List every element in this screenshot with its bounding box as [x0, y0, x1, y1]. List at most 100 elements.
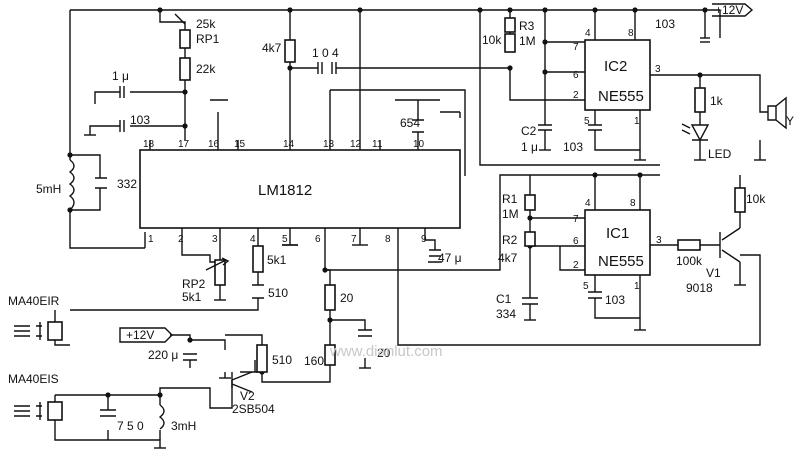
svg-text:654: 654 — [400, 116, 420, 130]
svg-text:1 μ: 1 μ — [112, 69, 129, 83]
r4k7-resistor — [284, 39, 296, 63]
r10k-top-resistor — [504, 17, 516, 33]
r20-resistor — [324, 284, 336, 311]
rp1-resistor — [179, 29, 191, 49]
watermark-text: www.dianlut.com — [329, 343, 443, 360]
resistors — [179, 17, 746, 373]
svg-text:+12V: +12V — [126, 328, 154, 342]
svg-text:17: 17 — [178, 139, 190, 150]
ic1-pin-labels: 4 8 7 6 2 5 1 3 — [573, 198, 662, 292]
svg-text:2: 2 — [573, 260, 579, 271]
svg-text:1 μ: 1 μ — [521, 140, 538, 154]
svg-text:MA40EIR: MA40EIR — [8, 294, 60, 308]
component-labels: +12V 25k RP1 22k 1 μ 103 4k7 1 0 4 654 5… — [8, 3, 794, 433]
svg-text:3: 3 — [212, 234, 218, 245]
svg-text:4: 4 — [585, 28, 591, 39]
svg-text:7: 7 — [573, 42, 579, 53]
ic2-part: NE555 — [598, 88, 644, 105]
svg-text:103: 103 — [130, 113, 150, 127]
r160-resistor — [324, 344, 336, 366]
lm1812-chip — [139, 149, 461, 229]
svg-text:103: 103 — [563, 140, 583, 154]
ic1-name: IC1 — [606, 225, 629, 242]
junctions — [67, 7, 708, 398]
svg-text:1M: 1M — [519, 34, 536, 48]
svg-text:13: 13 — [323, 139, 335, 150]
r1k-resistor — [694, 87, 706, 113]
svg-text:R2: R2 — [502, 233, 518, 247]
svg-text:MA40EIS: MA40EIS — [8, 372, 59, 386]
svg-text:4k7: 4k7 — [262, 41, 282, 55]
svg-text:5k1: 5k1 — [267, 253, 287, 267]
r1-resistor — [524, 194, 536, 211]
lm1812-pin-labels: 18 17 16 15 14 13 12 11 10 1 2 3 4 5 6 7… — [143, 139, 427, 245]
svg-text:2: 2 — [573, 90, 579, 101]
ic2-pin-labels: 4 8 7 6 2 5 1 3 — [573, 28, 661, 127]
svg-text:5: 5 — [282, 234, 288, 245]
svg-text:1k: 1k — [710, 94, 724, 108]
ic2-name: IC2 — [604, 58, 627, 75]
transducer-ma40eis — [14, 401, 63, 421]
svg-text:1 0 4: 1 0 4 — [312, 46, 339, 60]
svg-text:1: 1 — [148, 234, 154, 245]
r510-resistor — [256, 344, 268, 373]
svg-text:334: 334 — [496, 307, 516, 321]
svg-text:332: 332 — [117, 177, 137, 191]
svg-text:22k: 22k — [196, 62, 216, 76]
svg-text:8: 8 — [628, 28, 634, 39]
svg-text:C1: C1 — [496, 292, 512, 306]
svg-text:20: 20 — [377, 346, 391, 360]
r100k-resistor — [677, 239, 701, 251]
r3-resistor — [504, 33, 516, 53]
svg-text:7 5 0: 7 5 0 — [117, 419, 144, 433]
svg-text:4: 4 — [250, 234, 256, 245]
svg-text:R3: R3 — [519, 19, 535, 33]
svg-text:5mH: 5mH — [36, 182, 61, 196]
svg-text:5k1: 5k1 — [182, 290, 202, 304]
r5k1-resistor — [252, 245, 264, 273]
svg-text:15: 15 — [234, 139, 246, 150]
svg-text:103: 103 — [605, 293, 625, 307]
transducer-ma40eir — [14, 321, 63, 341]
r10k-v1-resistor — [734, 187, 746, 213]
svg-text:C2: C2 — [521, 124, 537, 138]
transistor-v2 — [231, 371, 253, 393]
r22k-resistor — [179, 57, 191, 81]
speaker-icon — [767, 96, 787, 130]
svg-text:1M: 1M — [502, 207, 519, 221]
svg-text:10k: 10k — [746, 192, 766, 206]
svg-text:8: 8 — [385, 234, 391, 245]
inductor-5mh — [68, 159, 75, 211]
svg-text:510: 510 — [268, 286, 288, 300]
lm1812-label: LM1812 — [258, 182, 312, 199]
svg-text:9: 9 — [421, 234, 427, 245]
svg-text:7: 7 — [573, 214, 579, 225]
svg-text:510: 510 — [272, 353, 292, 367]
svg-text:7: 7 — [351, 234, 357, 245]
svg-text:47 μ: 47 μ — [438, 251, 462, 265]
supply-tag-top — [712, 3, 754, 17]
svg-text:4k7: 4k7 — [498, 251, 518, 265]
svg-text:9018: 9018 — [686, 281, 713, 295]
svg-text:25k: 25k — [196, 17, 216, 31]
svg-text:20: 20 — [340, 291, 354, 305]
ic1-part: NE555 — [598, 253, 644, 270]
r2-resistor — [524, 231, 536, 247]
svg-text:12: 12 — [350, 139, 362, 150]
ic2-chip — [584, 39, 651, 111]
svg-text:1: 1 — [634, 116, 640, 127]
svg-text:16: 16 — [208, 139, 220, 150]
svg-text:18: 18 — [143, 139, 155, 150]
ground-symbols — [84, 134, 766, 449]
svg-text:3mH: 3mH — [171, 419, 196, 433]
svg-text:3: 3 — [656, 235, 662, 246]
svg-text:RP2: RP2 — [182, 277, 206, 291]
svg-text:160: 160 — [304, 354, 324, 368]
svg-text:220 μ: 220 μ — [148, 348, 178, 362]
svg-text:6: 6 — [315, 234, 321, 245]
led-arrows — [681, 123, 691, 135]
rp2-resistor — [214, 259, 226, 286]
svg-text:1: 1 — [634, 281, 640, 292]
